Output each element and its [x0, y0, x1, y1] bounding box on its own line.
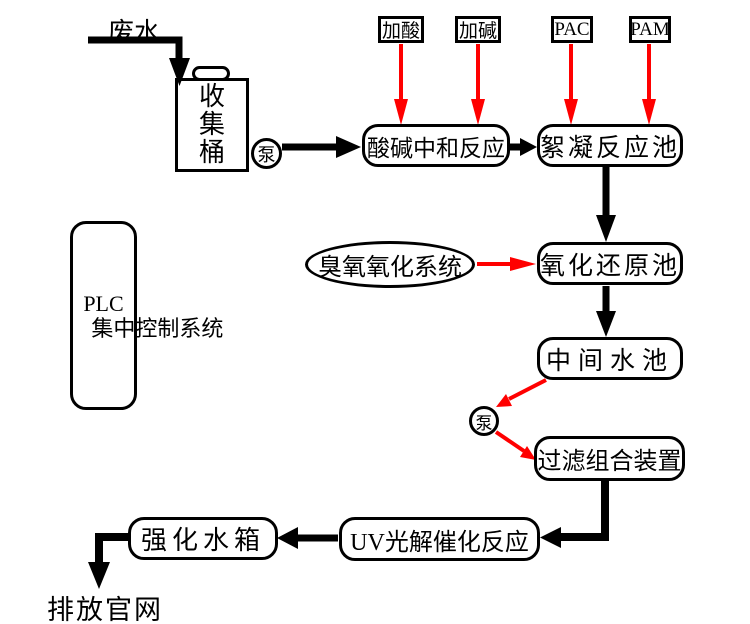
tank-to-discharge-arrowhead-icon — [88, 562, 110, 589]
discharge-network-label: 排放官网 — [47, 595, 163, 624]
uv-to-tank-arrowhead-icon — [277, 527, 298, 549]
filter-unit-label: 过滤组合装置 — [537, 449, 682, 475]
dosing-box-pac-label: PAC — [554, 18, 590, 40]
plc-control-label-line1: PLC — [83, 290, 124, 316]
redox-label: 氧化还原池 — [540, 252, 681, 280]
acid-dosing-arrowhead-icon — [394, 99, 408, 125]
collection-bucket-node: 收集桶 — [175, 78, 249, 172]
uv-photolysis-node: UV光解催化反应 — [339, 517, 540, 561]
pac-dosing-arrowhead-icon — [564, 99, 578, 125]
collection-bucket-label: 收集桶 — [198, 81, 225, 168]
ozone-system-label: 臭氧氧化系统 — [318, 255, 462, 281]
uv-photolysis-label: UV光解催化反应 — [350, 529, 529, 556]
dosing-box-pam: PAM — [629, 16, 671, 43]
dosing-box-acid-label: 加酸 — [381, 21, 420, 42]
dosing-box-pac: PAC — [551, 16, 593, 43]
intermediate-tank-label: 中间水池 — [545, 347, 674, 375]
neutralization-label: 酸碱中和反应 — [367, 135, 505, 161]
plc-control-label-vertical: 集中控制系统 — [91, 315, 224, 341]
pump2-label: 泵 — [475, 413, 493, 433]
pump1-node: 泵 — [251, 138, 282, 169]
pump1-label: 泵 — [257, 144, 276, 165]
intermediate-tank-node: 中间水池 — [537, 337, 683, 380]
pump1-to-neutralization-arrowhead-icon — [336, 136, 361, 158]
wastewater-inflow-line — [88, 36, 183, 60]
enhanced-tank-node: 强化水箱 — [128, 517, 278, 560]
intermediate-to-pump2-line — [508, 378, 547, 401]
flocculation-label: 絮凝反应池 — [540, 134, 681, 162]
neutralization-node: 酸碱中和反应 — [362, 124, 510, 167]
filter-to-uv-elbow-line — [561, 480, 609, 541]
dosing-box-acid: 加酸 — [378, 16, 424, 43]
redox-node: 氧化还原池 — [537, 242, 683, 285]
ozone-to-redox-arrowhead-icon — [510, 257, 536, 271]
enhanced-tank-label: 强化水箱 — [140, 526, 265, 555]
neutralization-to-flocculation-arrowhead-icon — [520, 138, 537, 156]
flocculation-node: 絮凝反应池 — [537, 124, 683, 167]
ozone-system-node: 臭氧氧化系统 — [305, 241, 475, 288]
alkali-dosing-arrowhead-icon — [471, 99, 485, 125]
dosing-box-pam-label: PAM — [630, 18, 670, 40]
flocculation-to-redox-arrowhead-icon — [596, 215, 616, 242]
dosing-box-alkali: 加碱 — [455, 16, 501, 43]
wastewater-arrowhead-icon — [169, 58, 190, 86]
filter-to-uv-arrowhead-icon — [540, 527, 561, 548]
plc-control-node: PLC 集中控制系统 — [70, 221, 224, 410]
wastewater-label: 废水 — [108, 18, 161, 47]
pump2-to-filter-arrowhead-icon — [520, 446, 536, 460]
dosing-box-alkali-label: 加碱 — [458, 21, 497, 42]
intermediate-to-pump2-arrowhead-icon — [496, 394, 512, 407]
pam-dosing-arrowhead-icon — [642, 99, 656, 125]
pump2-to-filter-line — [494, 430, 526, 453]
tank-to-discharge-elbow-line — [95, 533, 128, 563]
filter-unit-node: 过滤组合装置 — [534, 436, 685, 481]
pump2-node: 泵 — [469, 406, 499, 436]
redox-to-intermediate-arrowhead-icon — [596, 311, 616, 337]
